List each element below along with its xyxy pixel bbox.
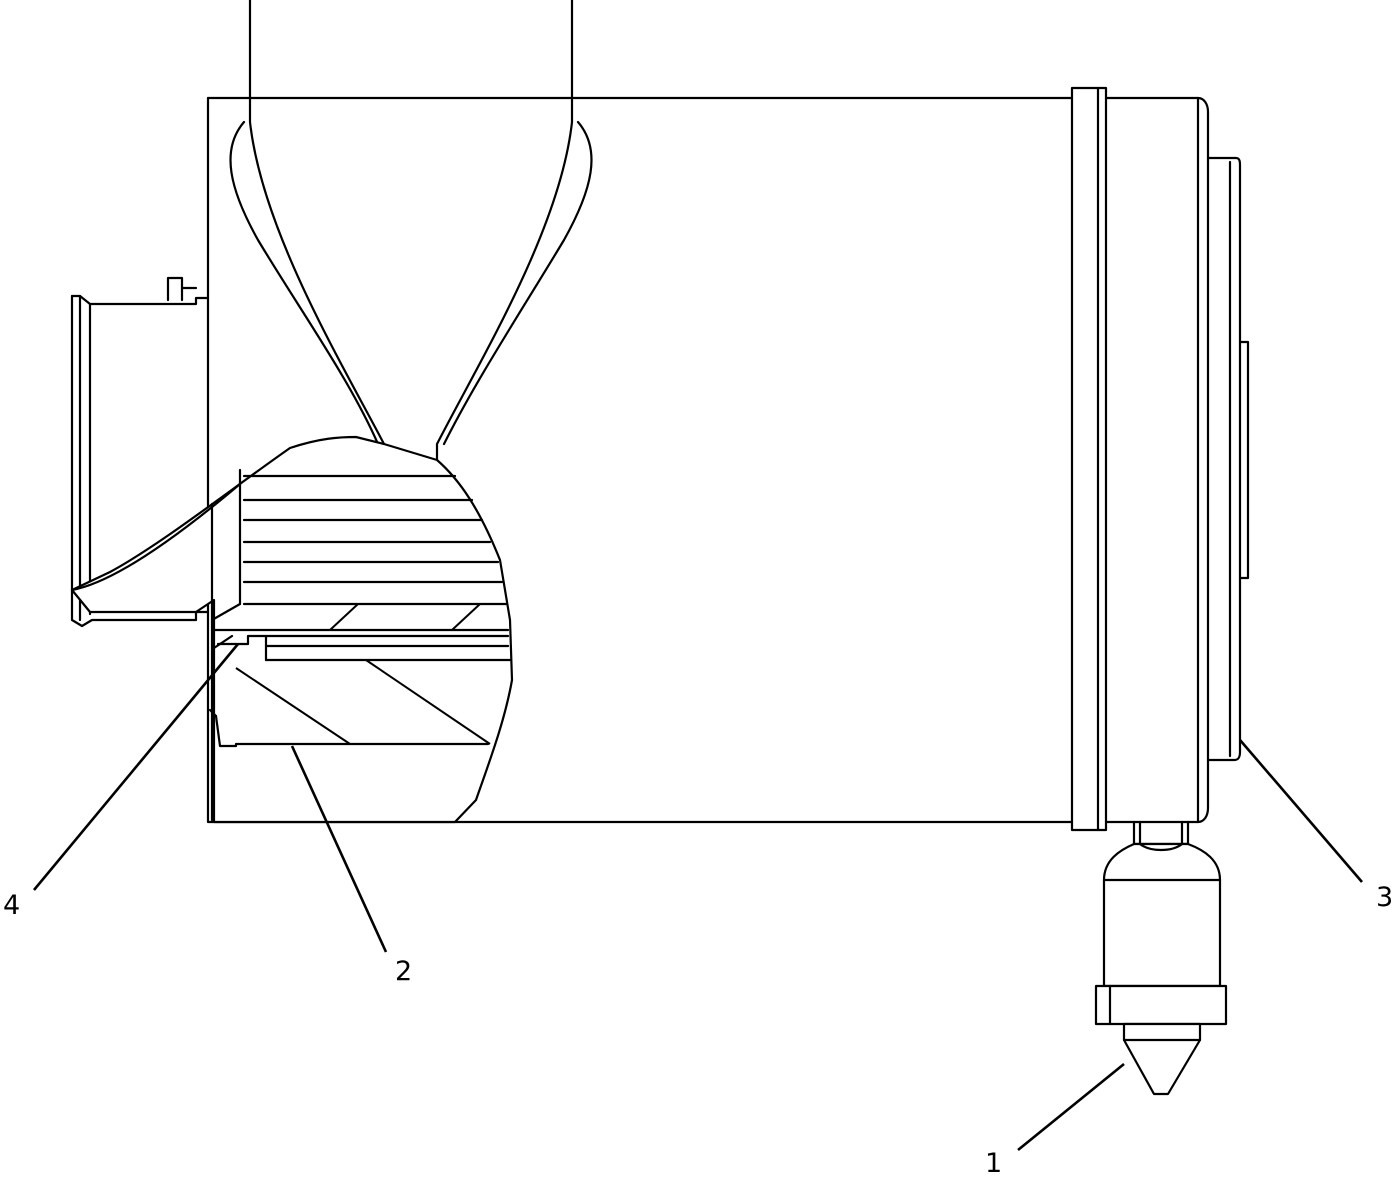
leader-line-2 bbox=[290, 745, 388, 953]
callout-label-2: 2 bbox=[395, 956, 413, 987]
leader-lines bbox=[32, 643, 1363, 1152]
inlet-hood bbox=[229, 0, 593, 462]
dust-valve bbox=[1094, 820, 1228, 1096]
callout-label-3: 3 bbox=[1376, 882, 1394, 913]
end-cover bbox=[1206, 156, 1250, 762]
clamp-band bbox=[1070, 86, 1210, 832]
callout-label-4: 4 bbox=[3, 890, 21, 921]
leader-line-1 bbox=[1017, 1062, 1125, 1152]
cutaway-section bbox=[70, 435, 514, 824]
callout-label-1: 1 bbox=[985, 1148, 1003, 1179]
leader-line-3 bbox=[1239, 739, 1363, 883]
leader-line-4 bbox=[32, 643, 240, 891]
